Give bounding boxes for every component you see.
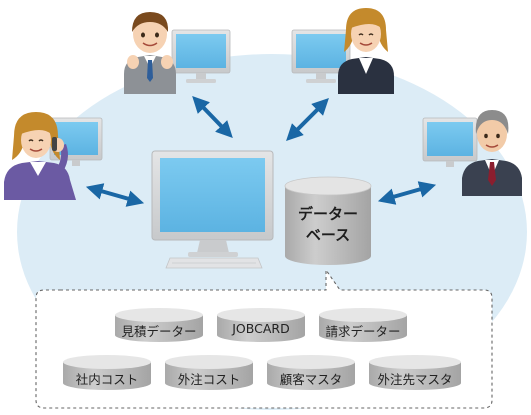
cylinder-jobcard <box>217 308 305 342</box>
computer-icon <box>422 117 478 167</box>
double-arrow-icon <box>85 183 145 207</box>
cylinder-label: 請求データー <box>325 324 401 339</box>
database-label-line2: ベース <box>305 226 351 244</box>
cylinder-seikyu <box>319 308 407 342</box>
database-icon <box>284 176 372 265</box>
cylinder-mitsumori <box>115 308 203 342</box>
person-icon <box>462 110 522 196</box>
cylinder-label: 外注コスト <box>177 372 241 387</box>
person-icon <box>338 8 394 94</box>
cylinder-label: 顧客マスタ <box>279 372 343 387</box>
cylinder-label: 社内コスト <box>75 372 139 387</box>
cylinder-label: 見積データー <box>121 324 197 339</box>
double-arrow-icon <box>377 181 437 205</box>
cylinder-shanai-cost <box>63 355 151 390</box>
computer-icon <box>291 29 351 83</box>
double-arrow-icon <box>286 98 329 141</box>
cylinder-gaichusaki-master <box>369 355 461 390</box>
cylinder-label: 外注先マスタ <box>377 372 453 387</box>
database-label-line1: データー <box>297 205 358 223</box>
central-computer-icon <box>151 150 274 269</box>
person-icon <box>4 112 76 200</box>
cylinder-kokyaku-master <box>267 355 355 390</box>
double-arrow-icon <box>192 95 233 139</box>
cylinder-label: JOBCARD <box>232 321 290 336</box>
person-icon <box>124 12 176 94</box>
cylinder-gaichu-cost <box>165 355 253 390</box>
computer-icon <box>171 29 231 83</box>
